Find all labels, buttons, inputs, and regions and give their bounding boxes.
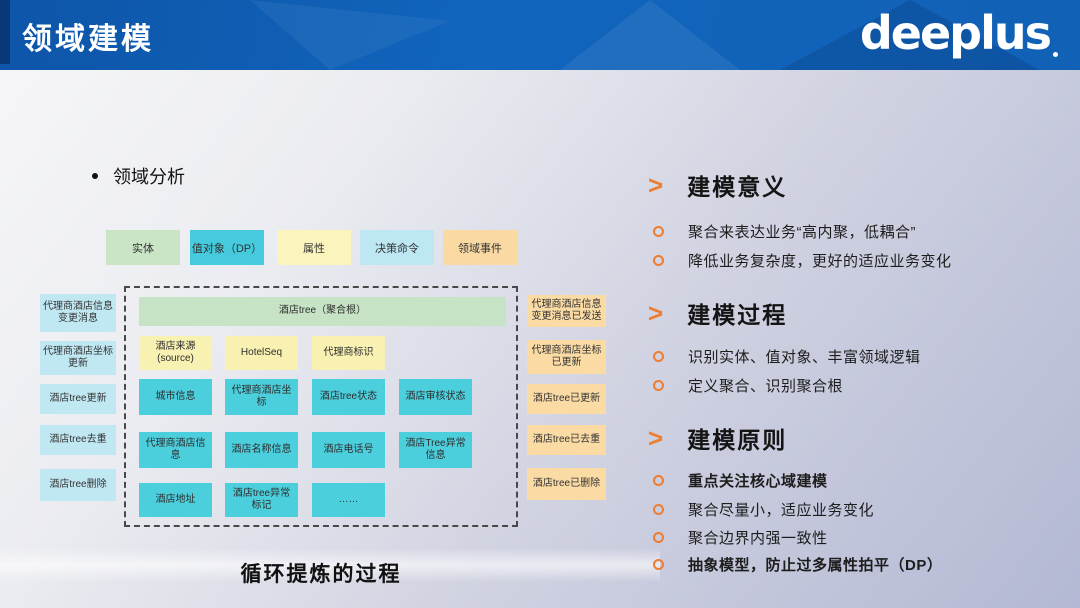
- attribute-box: 酒店来源(source): [139, 336, 212, 370]
- legend-item-event: 领域事件: [443, 230, 517, 265]
- section-bullet: 降低业务复杂度，更好的适应业务变化: [653, 250, 952, 271]
- chevron-right-icon: >: [648, 423, 664, 453]
- event-box: 代理商酒店信息变更消息已发送: [527, 295, 606, 327]
- bullet-ring-icon: [653, 532, 664, 543]
- legend-item-entity: 实体: [106, 230, 180, 265]
- chevron-right-icon: >: [648, 298, 664, 328]
- legend-item-command: 决策命令: [360, 230, 434, 265]
- section-heading-principles: > 建模原则: [648, 421, 787, 455]
- bullet-ring-icon: [653, 559, 664, 570]
- section-heading-process: > 建模过程: [648, 296, 787, 330]
- page-title: 领域建模: [22, 23, 154, 56]
- section-bullet: 抽象模型，防止过多属性拍平（DP）: [653, 554, 942, 575]
- command-box: 代理商酒店坐标更新: [40, 341, 116, 375]
- bullet-text: 聚合尽量小，适应业务变化: [688, 502, 875, 519]
- aggregate-root-box: 酒店tree（聚合根）: [139, 297, 506, 326]
- event-box: 酒店tree已删除: [527, 468, 606, 500]
- bullet-ring-icon: [653, 255, 664, 266]
- section-bullet: 重点关注核心域建模: [653, 470, 828, 491]
- bullet-ring-icon: [653, 504, 664, 515]
- bullet-text: 重点关注核心域建模: [688, 473, 828, 490]
- lead-bullet-label: 领域分析: [113, 167, 185, 187]
- value-object-box: 酒店地址: [139, 483, 212, 517]
- value-object-box: 酒店电话号: [312, 432, 385, 468]
- section-title: 建模原则: [687, 427, 788, 453]
- value-object-box: 酒店名称信息: [225, 432, 298, 468]
- section-bullet: 聚合来表达业务“高内聚，低耦合”: [653, 221, 916, 242]
- bullet-ring-icon: [653, 226, 664, 237]
- bullet-ring-icon: [653, 351, 664, 362]
- command-box: 酒店tree删除: [40, 469, 116, 501]
- value-object-box: 酒店Tree异常信息: [399, 432, 472, 468]
- value-object-box: ……: [312, 483, 385, 517]
- section-bullet: 识别实体、值对象、丰富领域逻辑: [653, 346, 921, 367]
- light-streak-decor: [0, 548, 660, 582]
- command-box: 酒店tree更新: [40, 384, 116, 414]
- header-decor-edge: [0, 0, 10, 64]
- bullet-text: 聚合来表达业务“高内聚，低耦合”: [688, 224, 916, 241]
- value-object-box: 酒店tree状态: [312, 379, 385, 415]
- header-decor-triangle: [560, 0, 740, 70]
- bullet-text: 识别实体、值对象、丰富领域逻辑: [688, 349, 921, 366]
- value-object-box: 代理商酒店信息: [139, 432, 212, 468]
- value-object-box: 酒店tree异常标记: [225, 483, 298, 517]
- header-bar: 领域建模 deeplus: [0, 0, 1080, 70]
- section-bullet: 聚合尽量小，适应业务变化: [653, 499, 874, 520]
- bullet-text: 抽象模型，防止过多属性拍平（DP）: [688, 557, 943, 574]
- command-box: 代理商酒店信息变更消息: [40, 294, 116, 332]
- event-box: 代理商酒店坐标已更新: [527, 340, 606, 374]
- section-bullet: 定义聚合、识别聚合根: [653, 375, 843, 396]
- bullet-text: 聚合边界内强一致性: [688, 530, 828, 547]
- section-title: 建模过程: [687, 302, 788, 328]
- bullet-text: 降低业务复杂度，更好的适应业务变化: [688, 253, 952, 270]
- command-box: 酒店tree去重: [40, 425, 116, 455]
- event-box: 酒店tree已更新: [527, 384, 606, 414]
- section-bullet: 聚合边界内强一致性: [653, 527, 828, 548]
- chevron-right-icon: >: [648, 170, 664, 200]
- attribute-box: HotelSeq: [225, 336, 298, 370]
- bullet-dot-icon: [92, 173, 98, 179]
- logo-dot: [1053, 52, 1058, 57]
- legend-item-attribute: 属性: [277, 230, 351, 265]
- value-object-box: 城市信息: [139, 379, 212, 415]
- event-box: 酒店tree已去重: [527, 425, 606, 455]
- header-decor-triangle: [250, 0, 450, 70]
- section-heading-meaning: > 建模意义: [648, 168, 787, 202]
- bullet-text: 定义聚合、识别聚合根: [688, 378, 844, 395]
- bullet-ring-icon: [653, 475, 664, 486]
- lead-bullet-item: 领域分析: [92, 163, 185, 189]
- diagram-caption: 循环提炼的过程: [240, 563, 402, 586]
- section-title: 建模意义: [687, 174, 788, 200]
- legend-item-value-object: 值对象（DP）: [190, 230, 264, 265]
- bullet-ring-icon: [653, 380, 664, 391]
- attribute-box: 代理商标识: [312, 336, 385, 370]
- value-object-box: 酒店审核状态: [399, 379, 472, 415]
- value-object-box: 代理商酒店坐标: [225, 379, 298, 415]
- aggregate-board: 酒店tree（聚合根） 酒店来源(source) HotelSeq 代理商标识 …: [124, 286, 518, 527]
- deeplus-logo: deeplus: [859, 6, 1052, 60]
